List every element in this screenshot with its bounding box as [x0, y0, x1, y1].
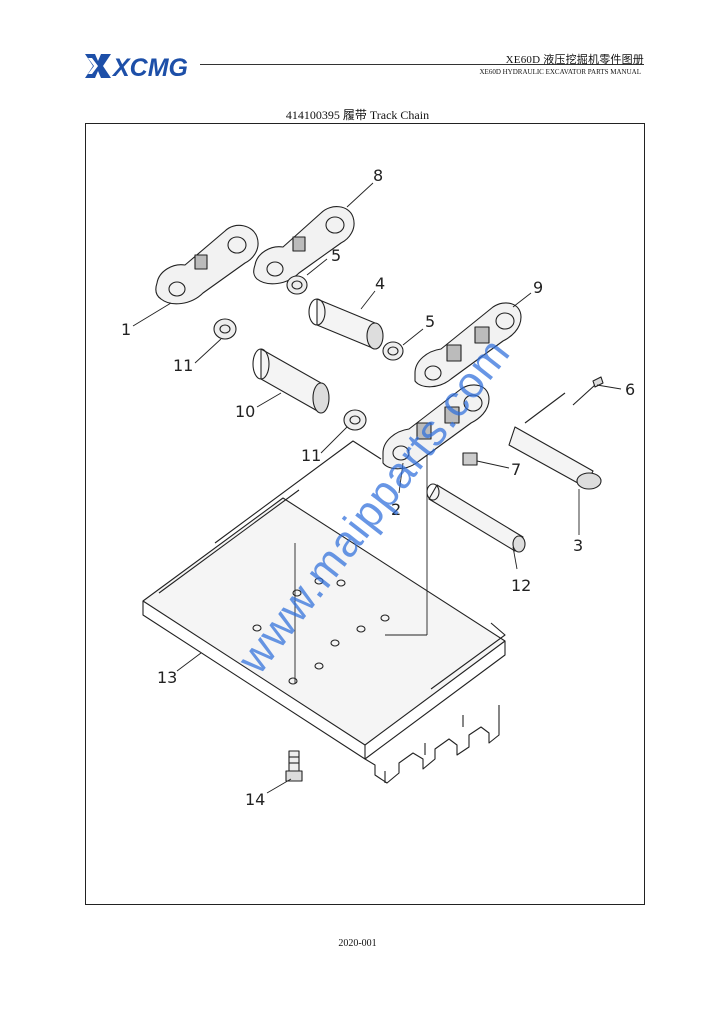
callout-13: 13	[157, 668, 177, 687]
track-link-right-2	[382, 384, 490, 470]
xcmg-logo: XCMG	[85, 54, 188, 80]
drawing-frame	[85, 123, 645, 905]
track-bolt	[285, 750, 303, 782]
callout-6: 6	[625, 380, 635, 399]
page-footer: 2020-001	[338, 938, 377, 949]
callout-labels: 1 2 3 4 5 5 6 7 8 9 10 11 11 12 13 14	[121, 166, 635, 809]
callout-11-left: 11	[173, 356, 193, 375]
callout-9: 9	[533, 278, 543, 297]
cotter-pin	[572, 376, 604, 406]
callout-2: 2	[391, 500, 401, 519]
callout-14: 14	[245, 790, 265, 809]
brand-text: XCMG	[111, 54, 188, 80]
track-link-left-8	[253, 206, 355, 285]
spacer-block	[462, 452, 478, 466]
callout-12: 12	[511, 576, 531, 595]
track-chain-drawing: 1 2 3 4 5 5 6 7 8 9 10 11 11 12 13 14	[121, 166, 635, 809]
callout-1: 1	[121, 320, 131, 339]
track-link-left-1	[155, 224, 259, 305]
bushing-upper	[308, 298, 384, 350]
callout-11-right: 11	[301, 446, 321, 465]
header-rule	[200, 64, 644, 65]
callout-8: 8	[373, 166, 383, 185]
callout-leaders	[132, 182, 622, 794]
seal-upper	[286, 275, 308, 295]
seal-left-11	[213, 318, 237, 340]
page-title: 414100395 履带 Track Chain	[285, 108, 430, 122]
track-shoe	[142, 440, 506, 784]
seal-right-11	[343, 409, 367, 431]
callout-5-right: 5	[425, 312, 435, 331]
callout-10: 10	[235, 402, 255, 421]
callout-7: 7	[511, 460, 521, 479]
callout-3: 3	[573, 536, 583, 555]
seal-right	[382, 341, 404, 361]
bushing-lower	[252, 348, 330, 414]
manual-subtitle: XE60D HYDRAULIC EXCAVATOR PARTS MANUAL	[479, 68, 641, 76]
track-link-right-9	[414, 302, 522, 388]
callout-4: 4	[375, 274, 385, 293]
track-pin	[426, 483, 526, 553]
master-pin	[508, 392, 602, 490]
manual-title: XE60D 液压挖掘机零件图册	[505, 54, 644, 66]
callout-5-upper: 5	[331, 246, 341, 265]
